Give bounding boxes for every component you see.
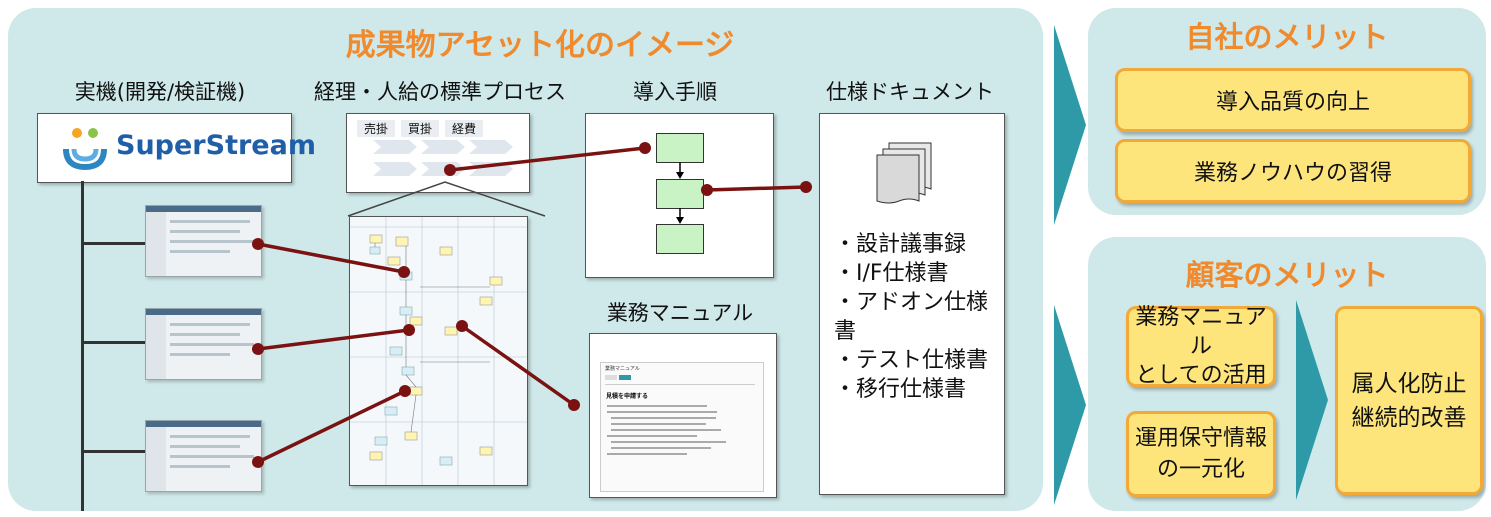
manual-header: 業務マニュアル — [605, 366, 640, 372]
process-tab: 売掛 — [357, 120, 396, 137]
customer-title: 顧客のメリット — [1185, 258, 1389, 292]
spec-list: ・設計議事録 ・I/F仕様書 ・アドオン仕様書 ・テスト仕様書 ・移行仕様書 — [834, 230, 1004, 404]
process-tab: 経費 — [445, 120, 484, 137]
tree-trunk — [81, 181, 84, 511]
process-tab: 買掛 — [401, 120, 440, 137]
superstream-logo-text: SuperStream — [116, 130, 316, 161]
spec-item: ・アドオン仕様書 — [834, 290, 989, 344]
screen-thumbnail — [145, 205, 262, 277]
label-spec: 仕様ドキュメント — [826, 80, 994, 104]
superstream-logo-box: SuperStream — [37, 113, 316, 183]
label-manual: 業務マニュアル — [606, 301, 754, 325]
customer-inner-arrow — [1296, 300, 1328, 500]
spec-item: ・I/F仕様書 — [834, 261, 949, 286]
merit-quality: 導入品質の向上 — [1115, 68, 1471, 132]
arrow-to-company — [1054, 25, 1086, 225]
manual-screen: 業務マニュアル 見積を申請する — [600, 362, 764, 492]
spec-item: ・テスト仕様書 — [834, 348, 989, 373]
merit-knowhow: 業務ノウハウの習得 — [1115, 139, 1471, 203]
spec-item: ・設計議事録 — [834, 232, 967, 257]
merit-maintenance-info: 運用保守情報 の一元化 — [1126, 411, 1276, 497]
screen-thumbnail — [145, 308, 262, 380]
company-title: 自社のメリット — [1185, 20, 1389, 54]
spec-document-box: ・設計議事録 ・I/F仕様書 ・アドオン仕様書 ・テスト仕様書 ・移行仕様書 — [819, 113, 1005, 495]
label-procedure: 導入手順 — [633, 80, 717, 104]
spec-item: ・移行仕様書 — [834, 377, 967, 402]
process-flowchart — [349, 216, 528, 486]
procedure-box — [585, 113, 774, 278]
merit-manual-usage: 業務マニュアル としての活用 — [1126, 305, 1276, 388]
procedure-step — [656, 224, 704, 254]
merit-result: 属人化防止 継続的改善 — [1335, 306, 1483, 495]
arrow-to-customer — [1054, 305, 1086, 505]
label-process: 経理・人給の標準プロセス — [314, 80, 566, 104]
screen-thumbnail — [145, 420, 262, 492]
manual-heading: 見積を申請する — [606, 393, 649, 400]
tree-branch-3 — [81, 450, 145, 453]
tree-branch-2 — [81, 341, 145, 344]
documents-icon — [876, 142, 932, 204]
superstream-logo-icon — [63, 128, 107, 171]
label-machine: 実機(開発/検証機) — [74, 80, 246, 104]
procedure-arrows — [676, 162, 684, 224]
manual-box: 業務マニュアル 見積を申請する — [589, 333, 777, 498]
zoom-lines — [347, 181, 546, 217]
main-title: 成果物アセット化のイメージ — [345, 28, 735, 63]
tree-branch-1 — [81, 242, 145, 245]
